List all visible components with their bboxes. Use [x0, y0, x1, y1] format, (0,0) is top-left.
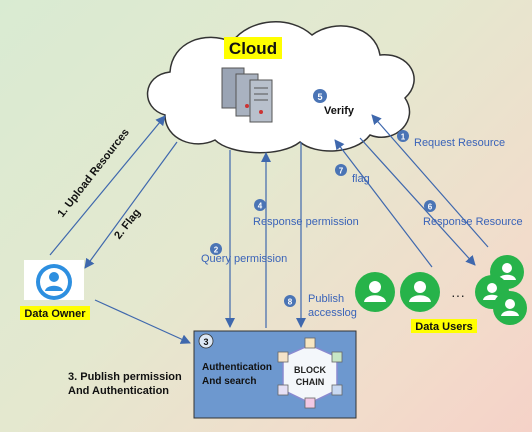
blockchain-icon: BLOCK CHAIN: [277, 337, 343, 409]
publish-log-number-badge: [284, 295, 296, 307]
label-publish-log-line2: accesslog: [308, 307, 357, 319]
arrow-flag-from-users: [334, 139, 433, 268]
query-number-badge: [210, 243, 222, 255]
user-icon: [36, 264, 72, 300]
response-permission-number: 4: [258, 202, 263, 211]
arrow-flag-to-owner: [84, 141, 178, 269]
verify-number-badge: [313, 89, 327, 103]
publish-log-number: 8: [288, 298, 293, 307]
cloud-title: Cloud: [229, 39, 277, 58]
flag-user-number: 7: [339, 167, 344, 176]
arrow-request-resource: [371, 114, 489, 248]
label-publish-permission-line1: 3. Publish permission: [68, 371, 182, 383]
blockchain-text-line2: CHAIN: [296, 377, 325, 387]
data-user-icon: [355, 272, 395, 312]
arrow-publish-permission: [94, 299, 191, 344]
data-user-icon: [400, 272, 440, 312]
label-response-permission: Response permission: [253, 216, 359, 228]
response-permission-number-badge: [254, 199, 266, 211]
verify-number: 5: [317, 92, 322, 102]
data-users-ellipsis: ···: [451, 287, 465, 303]
data-owner-label: Data Owner: [24, 308, 86, 320]
blockchain-box-line1: Authentication: [202, 362, 272, 373]
cloud-title-highlight: [224, 37, 282, 59]
response-resource-number: 6: [428, 203, 433, 212]
arrow-response-resource: [359, 137, 476, 266]
label-request-resource: Request Resource: [414, 137, 505, 149]
label-response-resource: Response Resource: [423, 216, 523, 228]
data-user-icon: [493, 291, 527, 325]
label-publish-permission-line2: And Authentication: [68, 385, 169, 397]
label-publish-log-line1: Publish: [308, 293, 344, 305]
label-flag-user: flag: [352, 173, 370, 185]
response-resource-number-badge: [424, 200, 436, 212]
flag-user-number-badge: [335, 164, 347, 176]
blockchain-number: 3: [203, 337, 208, 347]
request-number-badge: [397, 130, 409, 142]
label-upload-resources: 1. Upload Resources: [55, 127, 131, 220]
request-number: 1: [401, 133, 406, 142]
data-owner-label-highlight: [20, 306, 90, 320]
query-number: 2: [214, 246, 219, 255]
server-icon: [221, 67, 273, 123]
label-query-permission: Query permission: [201, 253, 287, 265]
blockchain-text-line1: BLOCK: [294, 365, 326, 375]
verify-label: Verify: [324, 105, 355, 117]
data-users-label-highlight: [411, 319, 477, 333]
arrow-upload-resources: [49, 115, 166, 256]
data-users-label: Data Users: [415, 321, 472, 333]
blockchain-box-line2: And search: [202, 376, 256, 387]
blockchain-number-badge: [198, 333, 214, 349]
